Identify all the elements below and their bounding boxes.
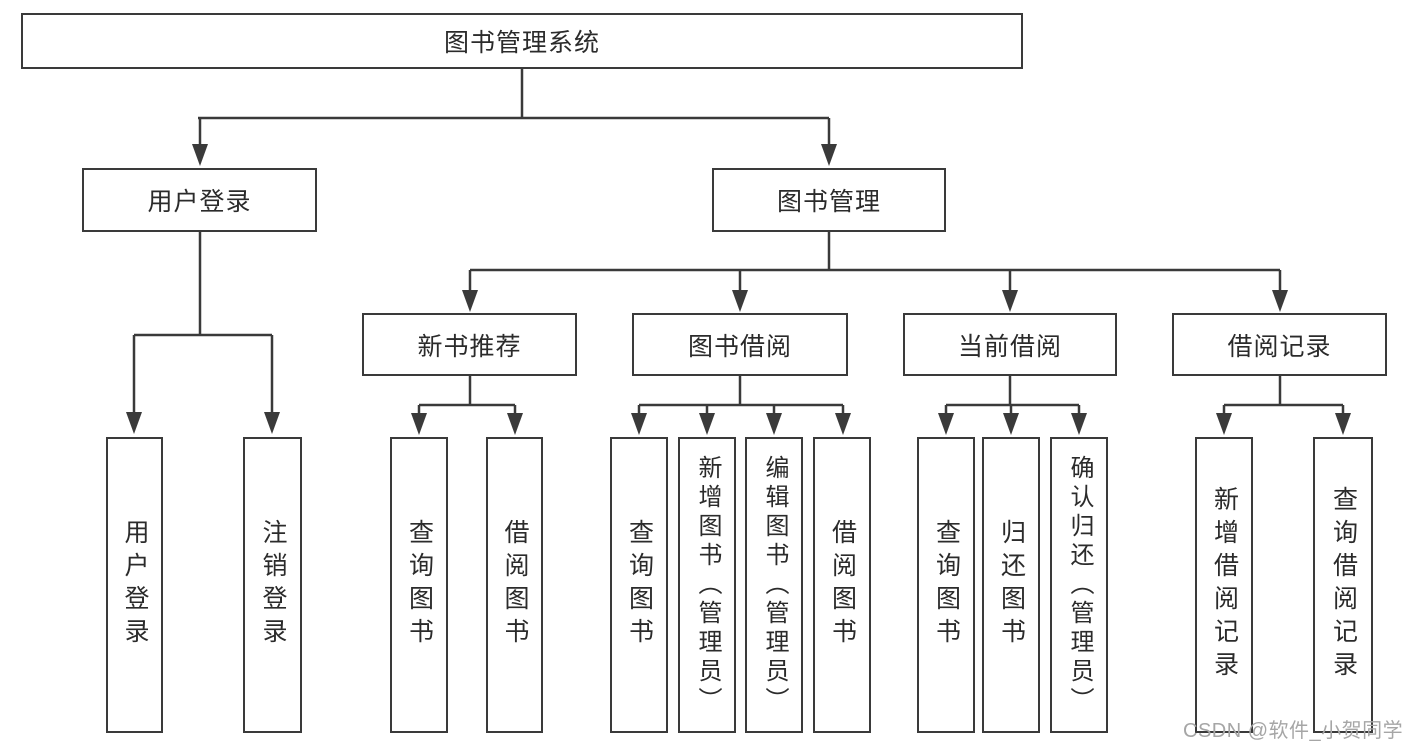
leaf-add-borrow-record-label: 新增借阅记录 (1210, 486, 1239, 684)
node-borrow-records-label: 借阅记录 (1227, 332, 1332, 361)
node-book-borrow: 图书借阅 (632, 313, 848, 376)
leaf-user-login: 用户登录 (106, 437, 163, 733)
leaf-query-books-2: 查询图书 (610, 437, 668, 733)
node-user-login: 用户登录 (82, 168, 317, 232)
leaf-query-borrow-record: 查询借阅记录 (1313, 437, 1373, 733)
node-book-management: 图书管理 (712, 168, 946, 232)
leaf-query-borrow-record-label: 查询借阅记录 (1329, 486, 1358, 684)
node-new-book-recommend: 新书推荐 (362, 313, 577, 376)
leaf-query-books-3: 查询图书 (917, 437, 975, 733)
leaf-add-books-admin-label: 新增图书（管理员） (694, 454, 721, 716)
leaf-add-books-admin: 新增图书（管理员） (678, 437, 736, 733)
leaf-logout: 注销登录 (243, 437, 302, 733)
leaf-logout-label: 注销登录 (259, 519, 287, 651)
leaf-edit-books-admin-label: 编辑图书（管理员） (761, 454, 788, 716)
leaf-query-books-3-label: 查询图书 (932, 519, 961, 651)
leaf-confirm-return-admin: 确认归还（管理员） (1050, 437, 1108, 733)
leaf-query-books-1-label: 查询图书 (405, 519, 434, 651)
leaf-query-books-1: 查询图书 (390, 437, 448, 733)
node-book-borrow-label: 图书借阅 (687, 332, 792, 361)
leaf-borrow-books-2: 借阅图书 (813, 437, 871, 733)
node-root-label: 图书管理系统 (443, 29, 600, 57)
leaf-borrow-books-2-label: 借阅图书 (828, 519, 857, 651)
csdn-watermark: CSDN @软件_小贺同学 (1183, 720, 1404, 742)
node-new-book-recommend-label: 新书推荐 (417, 332, 522, 361)
node-user-login-label: 用户登录 (147, 188, 252, 216)
node-root: 图书管理系统 (21, 13, 1023, 69)
node-book-management-label: 图书管理 (776, 188, 881, 216)
leaf-borrow-books-1-label: 借阅图书 (501, 519, 529, 651)
leaf-user-login-label: 用户登录 (121, 519, 149, 651)
leaf-borrow-books-1: 借阅图书 (486, 437, 543, 733)
leaf-return-books: 归还图书 (982, 437, 1040, 733)
leaf-return-books-label: 归还图书 (997, 519, 1026, 651)
leaf-query-books-2-label: 查询图书 (625, 519, 654, 651)
leaf-edit-books-admin: 编辑图书（管理员） (745, 437, 803, 733)
node-current-borrow: 当前借阅 (903, 313, 1117, 376)
leaf-add-borrow-record: 新增借阅记录 (1195, 437, 1253, 733)
leaf-confirm-return-admin-label: 确认归还（管理员） (1066, 454, 1093, 716)
node-borrow-records: 借阅记录 (1172, 313, 1387, 376)
node-current-borrow-label: 当前借阅 (957, 332, 1062, 361)
